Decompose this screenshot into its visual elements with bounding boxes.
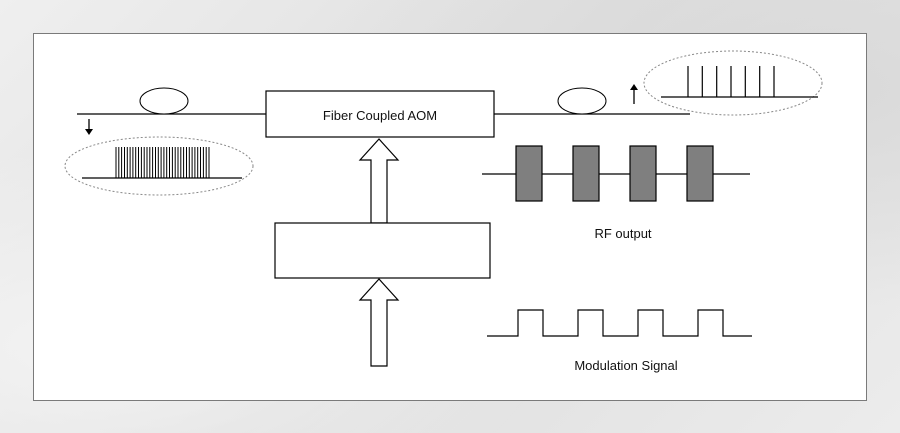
output-pulse-ellipse	[643, 50, 823, 116]
input-pulse-ellipse	[64, 136, 254, 196]
input-pulse-train	[115, 147, 210, 178]
rf-burst	[686, 145, 714, 202]
aom-box	[265, 90, 495, 138]
output-pulse-train	[687, 66, 775, 97]
modulation-square-wave	[487, 309, 752, 337]
input-direction-arrow	[85, 119, 93, 135]
fiber-coil-left	[139, 87, 189, 115]
driver-to-aom-arrow	[358, 138, 400, 224]
output-direction-arrow	[630, 84, 638, 104]
modulation-input-arrow	[358, 278, 400, 367]
rf-burst	[572, 145, 600, 202]
fiber-coil-right	[557, 87, 607, 115]
rf-burst-group	[515, 145, 714, 202]
rf-output-label: RF output	[594, 226, 651, 241]
aom-label: Fiber Coupled AOM	[323, 108, 437, 123]
rf-burst	[629, 145, 657, 202]
rf-burst	[515, 145, 543, 202]
modulation-signal-label: Modulation Signal	[574, 358, 677, 373]
rf-driver-box	[274, 222, 491, 279]
